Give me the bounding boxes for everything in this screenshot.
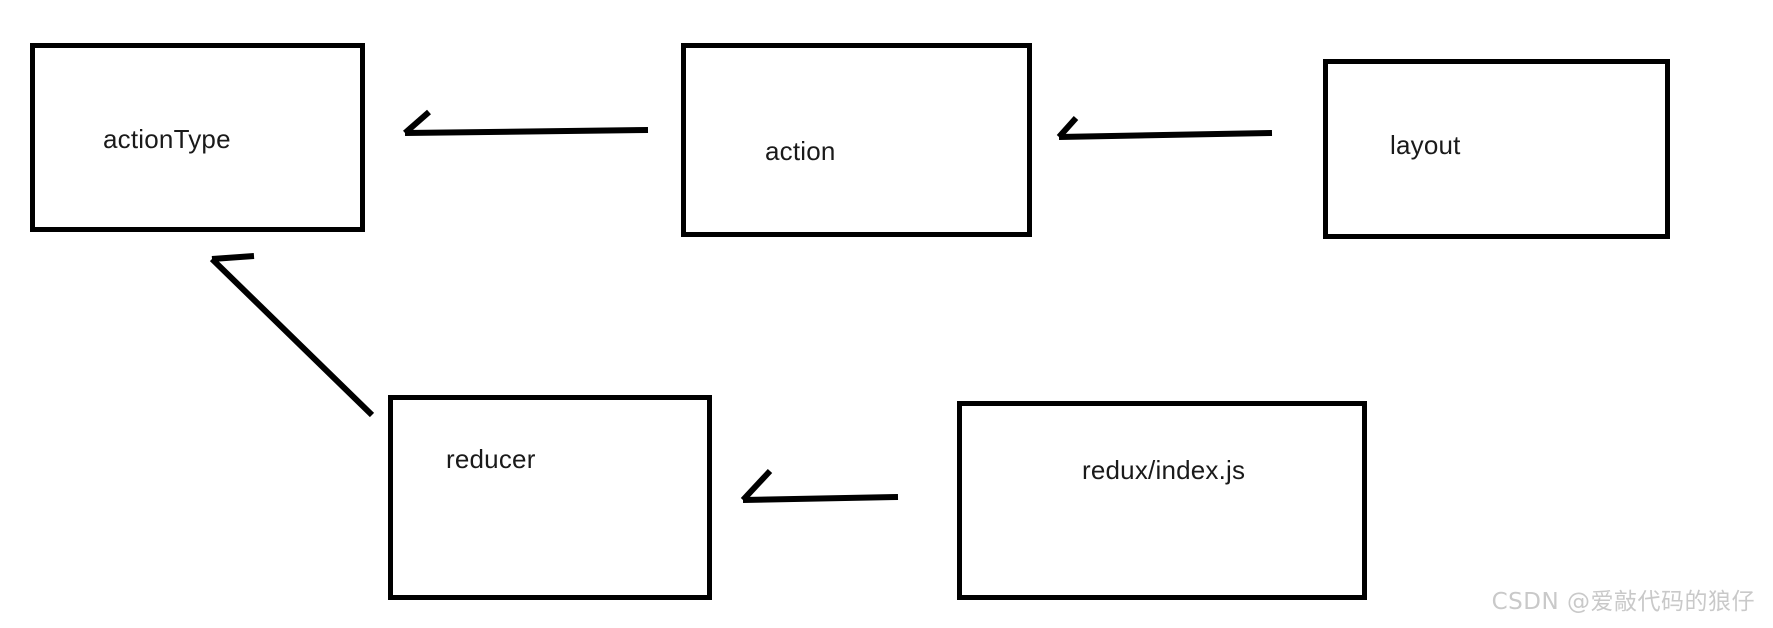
arrow-action-to-actionType — [403, 109, 649, 136]
node-box-actionType[interactable] — [30, 43, 365, 232]
node-label-reduxIndex: redux/index.js — [1082, 455, 1246, 485]
watermark-text: CSDN @爱敲代码的狼仔 — [1491, 589, 1755, 615]
arrow-shaft — [742, 494, 899, 503]
arrow-shaft — [209, 256, 375, 418]
arrow-shaft — [404, 127, 649, 136]
arrow-layout-to-action — [1056, 115, 1273, 140]
arrow-head-barb — [403, 109, 431, 136]
node-box-layout[interactable] — [1323, 59, 1670, 239]
arrow-reduxIndex-to-reducer — [740, 468, 899, 503]
arrow-shaft — [1058, 130, 1273, 140]
node-box-reducer[interactable] — [388, 395, 712, 600]
node-label-layout: layout — [1390, 130, 1461, 160]
arrow-head-barb — [211, 253, 255, 262]
node-box-action[interactable] — [681, 43, 1032, 237]
arrow-reducer-to-actionType — [209, 253, 375, 418]
node-label-action: action — [765, 136, 836, 166]
arrow-head-barb — [1056, 115, 1079, 140]
arrow-head-barb — [740, 468, 773, 503]
node-label-actionType: actionType — [103, 124, 231, 154]
node-label-reducer: reducer — [446, 444, 536, 474]
node-box-reduxIndex[interactable] — [957, 401, 1367, 600]
